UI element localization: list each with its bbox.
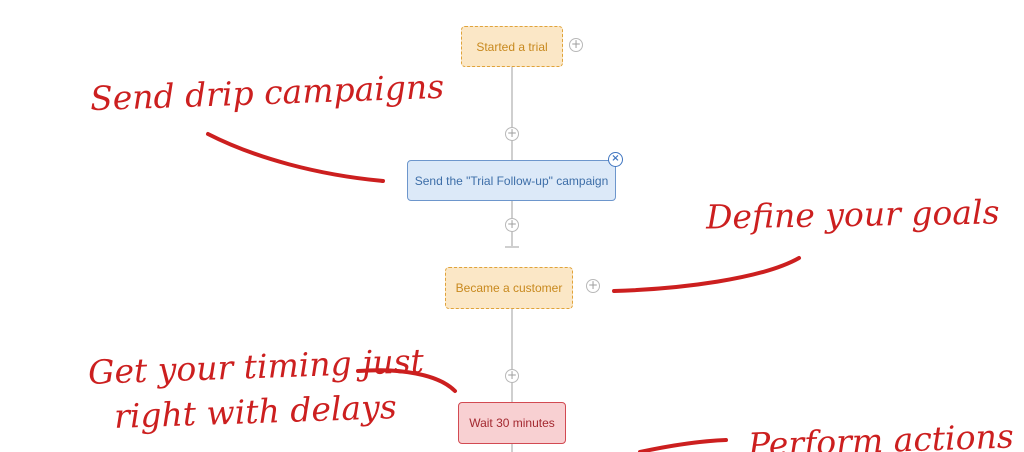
- goal-became-customer[interactable]: Became a customer: [445, 267, 573, 309]
- add-step-icon[interactable]: +: [569, 37, 583, 52]
- timing-arrow-stroke: [356, 368, 457, 393]
- goals-arrow-stroke: [612, 256, 801, 293]
- add-step-icon[interactable]: +: [505, 368, 519, 383]
- annotation-define-goals: Define your goals: [705, 192, 1000, 237]
- actions-arrow-stroke: [638, 438, 728, 452]
- campaign-action-node[interactable]: Send the "Trial Follow-up" campaign: [407, 160, 616, 201]
- add-step-icon[interactable]: +: [505, 126, 519, 141]
- add-step-icon[interactable]: +: [505, 217, 519, 232]
- delay-node[interactable]: Wait 30 minutes: [458, 402, 566, 444]
- trigger-started-trial[interactable]: Started a trial: [461, 26, 563, 67]
- add-step-icon[interactable]: +: [586, 278, 600, 293]
- drip-arrow-stroke: [206, 132, 385, 183]
- close-icon[interactable]: ×: [608, 152, 623, 167]
